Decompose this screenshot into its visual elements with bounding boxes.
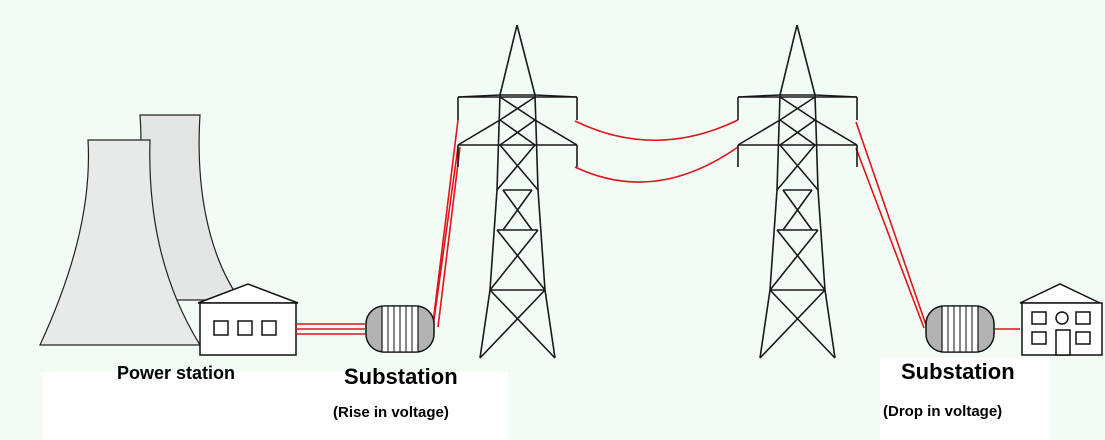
- right-label-panel: [880, 358, 1050, 440]
- power-station-label: Power station: [117, 363, 236, 383]
- substation-right-note: (Drop in voltage): [883, 403, 1003, 420]
- substation-left-note: (Rise in voltage): [333, 404, 449, 421]
- pylon-icon: [457, 24, 578, 359]
- transformer-icon: [925, 305, 995, 353]
- substation-right-label: Substation: [901, 359, 1015, 384]
- transformer-icon: [365, 305, 435, 353]
- left-label-panel: [42, 372, 508, 440]
- power-lines: [296, 119, 1020, 335]
- house-icon: [1019, 283, 1103, 356]
- substation-left-label: Substation: [344, 364, 458, 389]
- power-station-building-icon: [197, 283, 299, 356]
- pylon-icon: [737, 24, 858, 359]
